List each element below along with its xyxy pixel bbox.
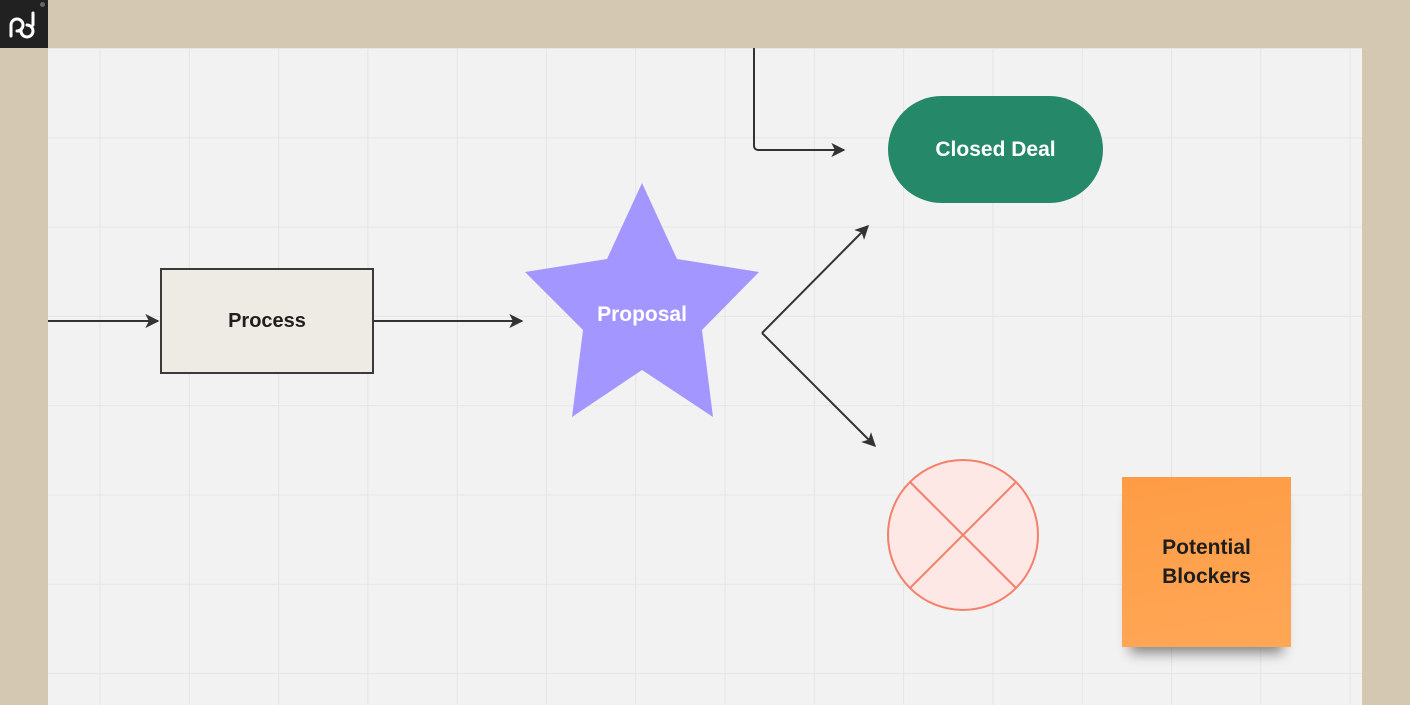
process-label: Process bbox=[228, 309, 306, 332]
process-node[interactable]: Process bbox=[160, 268, 374, 374]
closed-deal-label: Closed Deal bbox=[935, 137, 1056, 161]
sticky-label-line1: Potential bbox=[1162, 536, 1251, 559]
closed-deal-node[interactable]: Closed Deal bbox=[888, 96, 1103, 203]
proposal-star-shape[interactable] bbox=[525, 183, 759, 417]
whiteboard-canvas[interactable]: Process Proposal Closed Deal Potential B… bbox=[48, 48, 1362, 705]
connector-into-closed-deal[interactable] bbox=[753, 48, 846, 157]
pd-logo-icon bbox=[9, 2, 45, 39]
potential-blockers-sticky-note[interactable]: Potential Blockers bbox=[1122, 477, 1291, 647]
logo bbox=[0, 0, 48, 48]
connectors-layer bbox=[48, 48, 1039, 611]
sticky-label-line2: Blockers bbox=[1162, 565, 1251, 588]
connector-proposal-to-closed-deal[interactable] bbox=[761, 225, 869, 334]
connector-proposal-to-blocked[interactable] bbox=[761, 332, 876, 447]
proposal-label: Proposal bbox=[597, 303, 687, 326]
blocked-circle-x-icon[interactable] bbox=[887, 459, 1039, 611]
